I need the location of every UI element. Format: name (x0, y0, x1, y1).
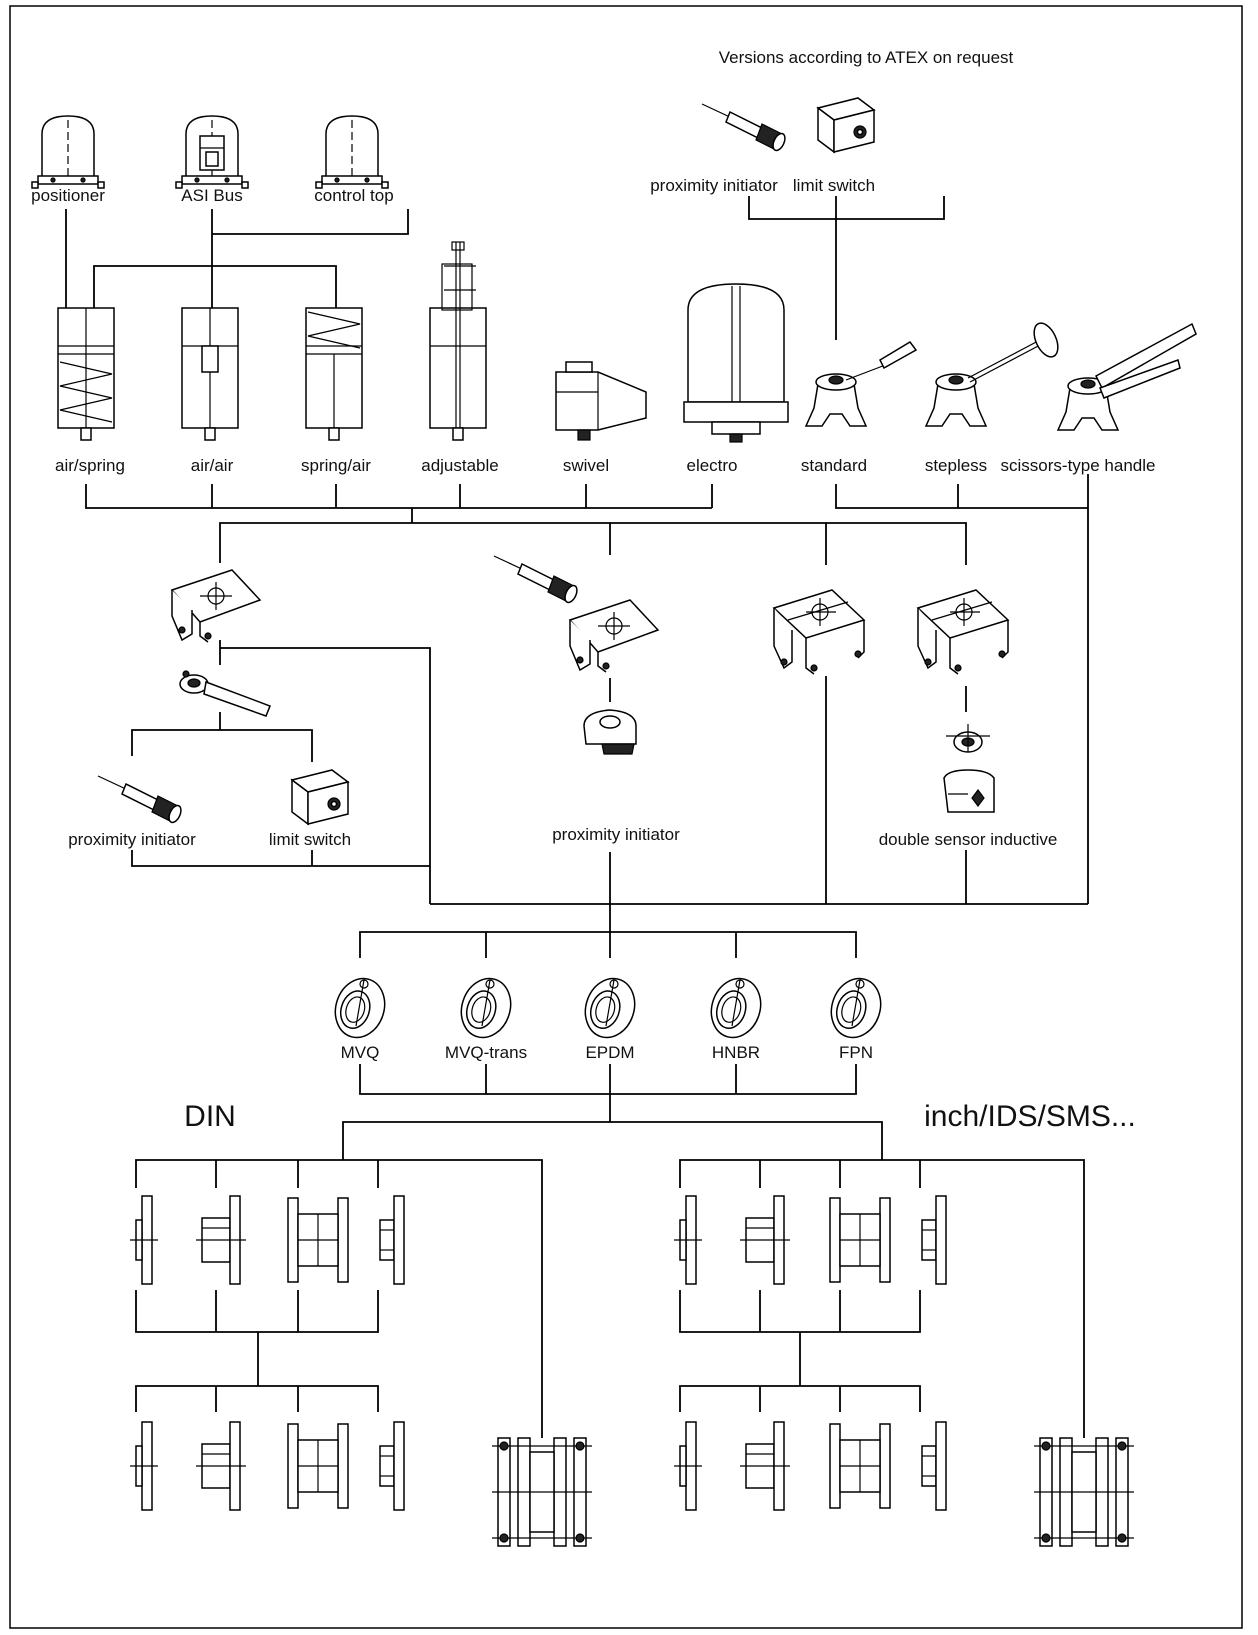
seal-ring-icon (824, 972, 888, 1044)
seal-ring-icon (704, 972, 768, 1044)
cam-icon (584, 710, 636, 754)
center-proximity-label: proximity initiator (552, 825, 680, 844)
positioner-icon (32, 116, 104, 188)
atex-proximity-initiator-label: proximity initiator (650, 176, 778, 195)
din-fitting-upper-3-icon (288, 1198, 348, 1282)
inch-fitting-upper-3-icon (830, 1198, 890, 1282)
seal-label-hnbr: HNBR (712, 1043, 760, 1062)
air-spring-label: air/spring (55, 456, 125, 475)
air-air-actuator-icon (182, 308, 238, 440)
center-proximity-sensor-icon (494, 556, 579, 604)
diagram-frame (10, 6, 1242, 1628)
inch-fitting-upper-2-icon (740, 1196, 790, 1284)
inch-fitting-lower-4-icon (922, 1422, 946, 1510)
swivel-label: swivel (563, 456, 609, 475)
seal-label-mvq-trans: MVQ-trans (445, 1043, 527, 1062)
left-proximity-sensor-icon (98, 776, 183, 824)
swivel-actuator-icon (556, 362, 646, 440)
double-sensor-head-icon (944, 770, 994, 812)
double-sensor-cam-icon (946, 724, 990, 752)
air-spring-actuator-icon (58, 308, 114, 440)
din-fitting-upper-2-icon (196, 1196, 246, 1284)
seal-ring-icon (578, 972, 642, 1044)
center-bracket-icon (570, 600, 658, 672)
seal-ring-icon (328, 972, 392, 1044)
right-bracket-icon (774, 590, 864, 674)
seal-label-fpn: FPN (839, 1043, 873, 1062)
far-right-bracket-icon (918, 590, 1008, 674)
stepless-handle-icon (926, 319, 1063, 426)
din-flanged-fitting-icon (492, 1438, 592, 1546)
inch-fitting-lower-3-icon (830, 1424, 890, 1508)
inch-flanged-fitting-icon (1034, 1438, 1134, 1546)
atex-proximity-initiator-icon (702, 104, 787, 152)
stepless-label: stepless (925, 456, 987, 475)
seal-label-epdm: EPDM (585, 1043, 634, 1062)
spring-air-label: spring/air (301, 456, 371, 475)
inch-fitting-upper-1-icon (674, 1196, 702, 1284)
air-air-label: air/air (191, 456, 234, 475)
control-top-label: control top (314, 186, 393, 205)
asi-bus-icon (176, 116, 248, 188)
double-sensor-label: double sensor inductive (879, 830, 1058, 849)
electro-actuator-icon (684, 284, 788, 442)
inch-fitting-lower-2-icon (740, 1422, 790, 1510)
din-fitting-upper-1-icon (130, 1196, 158, 1284)
atex-limit-switch-label: limit switch (793, 176, 875, 195)
atex-note: Versions according to ATEX on request (719, 48, 1014, 67)
switch-lever-icon (180, 671, 270, 716)
din-fitting-upper-4-icon (380, 1196, 404, 1284)
spring-air-actuator-icon (306, 308, 362, 440)
inch-fitting-lower-1-icon (674, 1422, 702, 1510)
electro-label: electro (686, 456, 737, 475)
left-bracket-icon (172, 570, 260, 642)
inch-ids-sms-title: inch/IDS/SMS... (924, 1100, 1136, 1133)
din-fitting-lower-4-icon (380, 1422, 404, 1510)
left-limit-switch-icon (292, 770, 348, 824)
seal-ring-icon (454, 972, 518, 1044)
seal-label-mvq: MVQ (341, 1043, 380, 1062)
din-fitting-lower-2-icon (196, 1422, 246, 1510)
scissors-handle-label: scissors-type handle (1001, 456, 1156, 475)
adjustable-actuator-icon (430, 242, 486, 440)
atex-limit-switch-icon (818, 98, 874, 152)
din-fitting-lower-3-icon (288, 1424, 348, 1508)
scissors-handle-icon (1058, 324, 1196, 430)
asi-bus-label: ASI Bus (181, 186, 242, 205)
standard-handle-icon (806, 342, 916, 426)
control-top-icon (316, 116, 388, 188)
din-fitting-lower-1-icon (130, 1422, 158, 1510)
positioner-label: positioner (31, 186, 105, 205)
adjustable-label: adjustable (421, 456, 499, 475)
din-title: DIN (184, 1100, 236, 1133)
left-limit-switch-label: limit switch (269, 830, 351, 849)
left-proximity-label: proximity initiator (68, 830, 196, 849)
inch-fitting-upper-4-icon (922, 1196, 946, 1284)
standard-label: standard (801, 456, 867, 475)
